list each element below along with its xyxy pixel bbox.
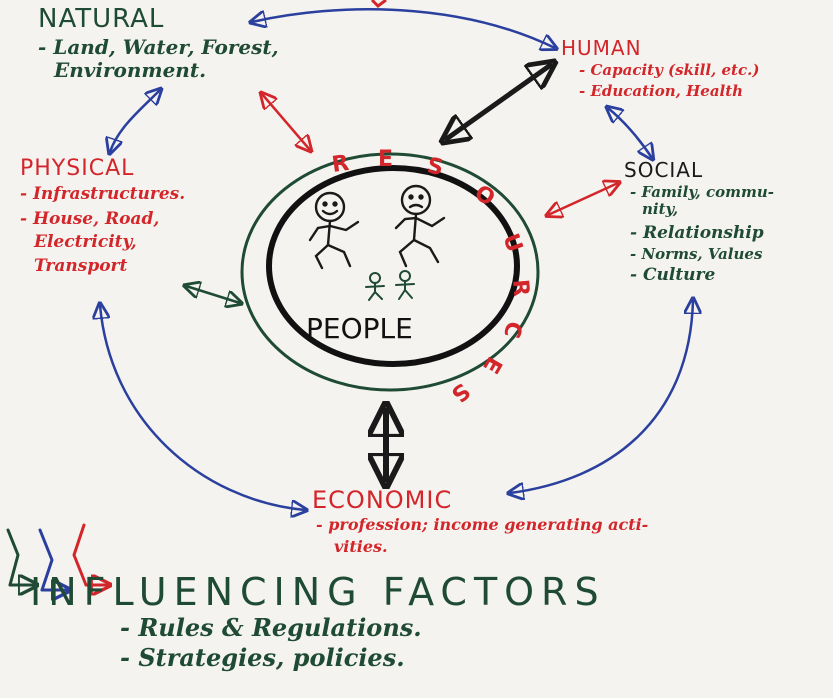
ring-letter: E xyxy=(378,147,393,172)
physical-block: PHYSICAL - Infrastructures. - House, Roa… xyxy=(20,156,185,276)
arrow-human-resources xyxy=(445,64,552,140)
economic-title: ECONOMIC xyxy=(312,486,453,514)
stick-figure-happy-icon xyxy=(308,191,360,270)
influencing-line: - Rules & Regulations. xyxy=(120,613,422,642)
stick-figure-sad-icon xyxy=(394,184,446,268)
social-block: SOCIAL - Family, commu- nity, - Relation… xyxy=(624,158,774,286)
physical-title: PHYSICAL xyxy=(20,156,135,181)
human-title: HUMAN xyxy=(561,36,642,60)
ring-letter: R xyxy=(330,151,350,178)
ring-letter: C xyxy=(498,318,526,340)
human-block: HUMAN - Capacity (skill, etc.) - Educati… xyxy=(561,36,759,101)
human-line: - Capacity (skill, etc.) xyxy=(579,61,760,79)
ring-letter: R xyxy=(507,278,533,297)
ring-letter: U xyxy=(497,231,527,256)
arrow-social-resources xyxy=(548,183,618,215)
physical-line: Transport xyxy=(34,255,128,276)
economic-line: vities. xyxy=(334,537,388,557)
human-line: - Education, Health xyxy=(579,82,744,101)
arrow-human-social xyxy=(608,108,652,158)
social-line: nity, xyxy=(642,200,679,219)
social-title: SOCIAL xyxy=(624,158,704,182)
people-circle xyxy=(266,165,520,367)
social-line: - Family, commu- xyxy=(630,183,775,201)
economic-details: - profession; income generating acti- vi… xyxy=(312,515,649,557)
natural-details: - Land, Water, Forest, Environment. xyxy=(38,36,279,82)
influencing-title: INFLUENCING FACTORS xyxy=(30,570,606,614)
social-line: - Relationship xyxy=(630,222,764,243)
human-details: - Capacity (skill, etc.) - Education, He… xyxy=(561,61,760,101)
small-figures-icon xyxy=(365,270,415,301)
natural-line: Environment. xyxy=(54,58,207,82)
economic-block: ECONOMIC - profession; income generating… xyxy=(312,486,648,557)
physical-line: - House, Road, xyxy=(20,208,160,229)
physical-details: - Infrastructures. - House, Road, Electr… xyxy=(20,184,186,276)
economic-line: - profession; income generating acti- xyxy=(316,515,649,534)
arrow-social-economic xyxy=(510,300,693,493)
influencing-line: - Strategies, policies. xyxy=(120,642,405,672)
arrow-natural-human xyxy=(252,8,555,48)
arrow-natural-resources xyxy=(262,94,310,150)
natural-line: - Land, Water, Forest, xyxy=(38,35,279,59)
influencing-block: INFLUENCING FACTORS - Rules & Regulation… xyxy=(30,570,606,671)
resources-ring-outer xyxy=(240,152,540,392)
arrow-physical-resources xyxy=(186,286,240,303)
natural-title: NATURAL xyxy=(38,4,165,34)
people-label: PEOPLE xyxy=(306,312,413,345)
social-line: - Culture xyxy=(630,265,716,286)
ring-letter: S xyxy=(425,153,446,181)
influencing-details: - Rules & Regulations. - Strategies, pol… xyxy=(120,614,606,671)
top-edge-mark xyxy=(370,0,387,8)
ring-letter: E xyxy=(477,352,506,378)
influencing-chevrons-icon xyxy=(6,523,108,590)
arrow-physical-economic xyxy=(100,305,305,510)
natural-block: NATURAL - Land, Water, Forest, Environme… xyxy=(38,4,279,82)
social-line: - Norms, Values xyxy=(630,245,763,264)
physical-line: Electricity, xyxy=(34,232,137,253)
social-details: - Family, commu- nity, - Relationship - … xyxy=(624,183,775,286)
physical-line: - Infrastructures. xyxy=(20,184,186,204)
ring-letter: S xyxy=(446,377,474,406)
arrow-natural-physical xyxy=(110,90,160,152)
